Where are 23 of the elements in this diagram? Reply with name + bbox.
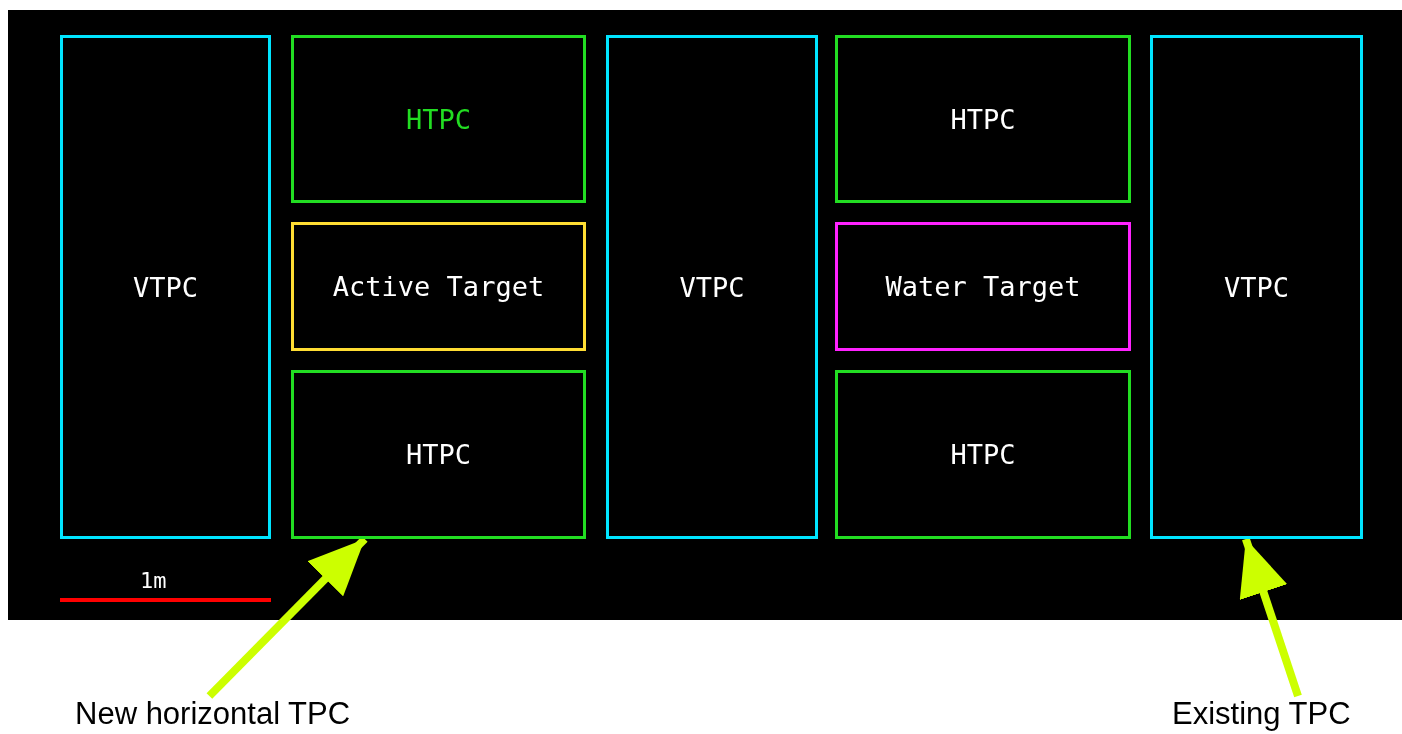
scale-label: 1m xyxy=(140,568,167,593)
box-label: HTPC xyxy=(406,103,471,135)
detector-box xyxy=(291,35,586,203)
detector-box xyxy=(835,370,1131,539)
box-label: HTPC xyxy=(950,439,1016,470)
box-label: Water Target xyxy=(885,271,1081,302)
target-box xyxy=(835,222,1131,351)
box-label: VTPC xyxy=(133,271,198,303)
callout-text: Existing TPC xyxy=(1172,696,1351,732)
detector-box xyxy=(1150,35,1363,539)
box-label: VTPC xyxy=(679,271,745,303)
box-label: VTPC xyxy=(1224,271,1289,303)
box-label: HTPC xyxy=(406,439,471,470)
target-box xyxy=(291,222,586,351)
detector-box xyxy=(835,35,1131,203)
box-label: Active Target xyxy=(332,271,545,302)
arrow xyxy=(206,536,368,699)
detector-box xyxy=(606,35,818,539)
box-label: HTPC xyxy=(950,103,1016,135)
arrow xyxy=(1239,537,1302,698)
detector-box xyxy=(60,35,271,539)
detector-box xyxy=(291,370,586,539)
callout-text: New horizontal TPC xyxy=(75,696,351,732)
